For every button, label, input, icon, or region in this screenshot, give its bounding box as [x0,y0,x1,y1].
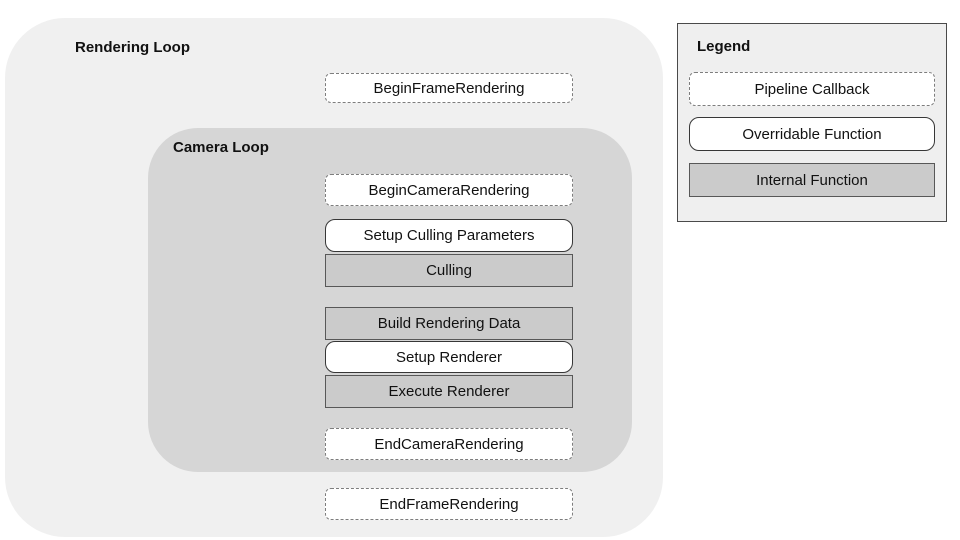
setup-culling-parameters-function-box: Setup Culling Parameters [325,219,573,252]
camera-loop-label: Camera Loop [173,139,269,156]
begin-camera-rendering-callback-box: BeginCameraRendering [325,174,573,206]
end-camera-rendering-callback-box: EndCameraRendering [325,428,573,460]
begin-frame-rendering-callback-box: BeginFrameRendering [325,73,573,103]
end-frame-rendering-callback-box: EndFrameRendering [325,488,573,520]
legend-item-pipeline-callback: Pipeline Callback [689,72,935,106]
setup-renderer-function-box: Setup Renderer [325,341,573,373]
legend-item-overridable-function: Overridable Function [689,117,935,151]
legend-panel: Legend Pipeline Callback Overridable Fun… [677,23,947,222]
rendering-loop-label: Rendering Loop [75,39,190,56]
execute-renderer-internal-function-box: Execute Renderer [325,375,573,408]
legend-item-internal-function: Internal Function [689,163,935,197]
culling-internal-function-box: Culling [325,254,573,287]
build-rendering-data-internal-function-box: Build Rendering Data [325,307,573,340]
legend-title: Legend [697,38,751,55]
